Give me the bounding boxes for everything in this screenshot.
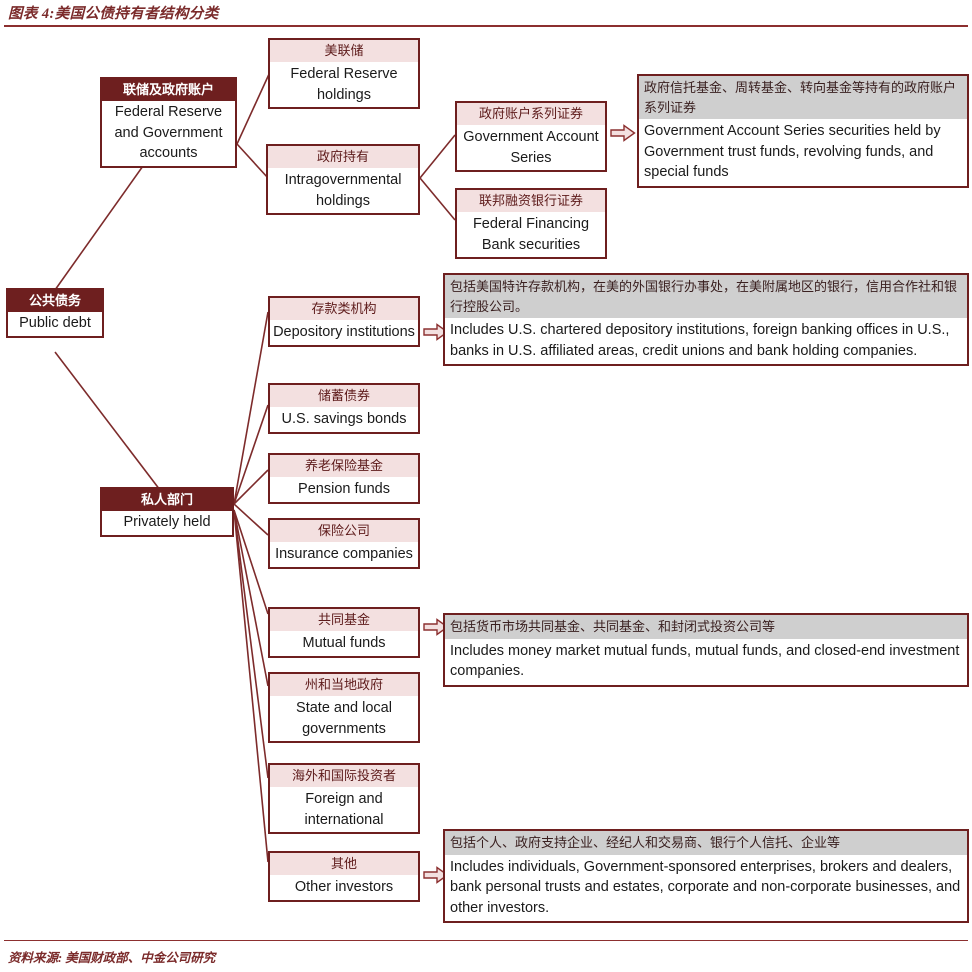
node-privately-held[interactable]: 私人部门 Privately held: [100, 487, 234, 537]
node-ffb-en: Federal Financing Bank securities: [472, 216, 590, 253]
node-public-debt-cn: 公共债务: [8, 290, 102, 313]
node-depository-institutions[interactable]: 存款类机构 Depository institutions: [268, 296, 420, 347]
node-mutual-funds[interactable]: 共同基金 Mutual funds: [268, 607, 420, 658]
edge-private-to-foreign: [233, 509, 269, 779]
title-divider-top: [4, 25, 968, 27]
node-foreign-cn: 海外和国际投资者: [270, 765, 418, 788]
node-fedgov-en: Federal Reserve and Government accounts: [114, 104, 223, 162]
node-other-cn: 其他: [270, 853, 418, 876]
node-fed-holdings-cn: 美联储: [270, 40, 418, 63]
node-pension-cn: 养老保险基金: [270, 455, 418, 478]
node-public-debt-en: Public debt: [19, 315, 91, 332]
node-mutual-cn: 共同基金: [270, 609, 418, 632]
edge-fedgov-to-fedholdings: [236, 71, 271, 145]
edge-root-to-private: [54, 351, 161, 491]
description-gas-en: Government Account Series securities hel…: [644, 123, 941, 181]
description-gas-cn: 政府信托基金、周转基金、转向基金等持有的政府账户系列证券: [639, 76, 967, 119]
node-fedgov-cn: 联储及政府账户: [102, 79, 235, 102]
node-federal-reserve-holdings[interactable]: 美联储 Federal Reserve holdings: [268, 38, 420, 110]
node-savings-bonds-en: U.S. savings bonds: [281, 411, 407, 428]
description-mutual-funds: 包括货币市场共同基金、共同基金、和封闭式投资公司等 Includes money…: [443, 613, 969, 687]
node-gas-cn: 政府账户系列证券: [457, 103, 605, 126]
edge-private-to-mutual: [233, 509, 269, 615]
arrow-to-gas-description: [610, 124, 636, 142]
node-insurance-companies[interactable]: 保险公司 Insurance companies: [268, 518, 420, 569]
edge-intragov-to-gas: [419, 134, 456, 179]
description-government-account-series: 政府信托基金、周转基金、转向基金等持有的政府账户系列证券 Government …: [637, 74, 969, 188]
edge-private-to-statelocal: [233, 509, 269, 687]
arrow-to-mutual-funds-description: [423, 618, 449, 636]
node-depository-cn: 存款类机构: [270, 298, 418, 321]
description-mutual-en: Includes money market mutual funds, mutu…: [450, 642, 960, 680]
node-mutual-en: Mutual funds: [302, 635, 386, 652]
arrow-to-depository-description: [423, 323, 449, 341]
node-insurance-cn: 保险公司: [270, 520, 418, 543]
node-depository-en: Depository institutions: [273, 324, 415, 341]
description-depository-cn: 包括美国特许存款机构，在美的外国银行办事处，在美附属地区的银行，信用合作社和银行…: [445, 275, 967, 318]
node-other-investors[interactable]: 其他 Other investors: [268, 851, 420, 902]
description-mutual-cn: 包括货币市场共同基金、共同基金、和封闭式投资公司等: [445, 615, 967, 639]
node-intragov-cn: 政府持有: [268, 146, 418, 169]
node-intragovernmental-holdings[interactable]: 政府持有 Intragovernmental holdings: [266, 144, 420, 216]
node-insurance-en: Insurance companies: [275, 546, 413, 563]
node-pension-en: Pension funds: [298, 481, 390, 498]
figure-source: 资料来源: 美国财政部、中金公司研究: [8, 951, 216, 965]
node-us-savings-bonds[interactable]: 储蓄债券 U.S. savings bonds: [268, 383, 420, 434]
node-ffb-cn: 联邦融资银行证券: [457, 190, 605, 213]
edge-private-to-depository: [233, 311, 269, 505]
edge-intragov-to-ffb: [419, 177, 456, 221]
description-other-en: Includes individuals, Government-sponsor…: [450, 858, 961, 916]
node-fed-holdings-en: Federal Reserve holdings: [290, 66, 398, 103]
edge-private-to-insurance: [233, 503, 269, 536]
edge-private-to-pension: [233, 469, 269, 505]
node-private-cn: 私人部门: [102, 489, 232, 512]
node-state-and-local-governments[interactable]: 州和当地政府 State and local governments: [268, 672, 420, 744]
node-public-debt[interactable]: 公共债务 Public debt: [6, 288, 104, 338]
figure-title: 图表 4:美国公债持有者结构分类: [8, 6, 219, 22]
node-private-en: Privately held: [123, 514, 211, 531]
node-intragov-en: Intragovernmental holdings: [284, 172, 402, 209]
node-foreign-and-international[interactable]: 海外和国际投资者 Foreign and international: [268, 763, 420, 835]
edge-fedgov-to-intragov: [236, 143, 269, 179]
edge-private-to-other: [233, 509, 269, 863]
node-other-en: Other investors: [294, 879, 394, 896]
edge-private-to-savings: [233, 404, 269, 505]
node-pension-funds[interactable]: 养老保险基金 Pension funds: [268, 453, 420, 504]
node-federal-reserve-and-government-accounts[interactable]: 联储及政府账户 Federal Reserve and Government a…: [100, 77, 237, 168]
node-foreign-en: Foreign and international: [304, 791, 384, 828]
description-depository-en: Includes U.S. chartered depository insti…: [450, 322, 950, 359]
description-other-cn: 包括个人、政府支持企业、经纪人和交易商、银行个人信托、企业等: [445, 831, 967, 855]
node-savings-bonds-cn: 储蓄债券: [270, 385, 418, 408]
description-other-investors: 包括个人、政府支持企业、经纪人和交易商、银行个人信托、企业等 Includes …: [443, 829, 969, 924]
arrow-to-other-investors-description: [423, 866, 449, 884]
node-government-account-series[interactable]: 政府账户系列证券 Government Account Series: [455, 101, 607, 173]
node-state-local-cn: 州和当地政府: [270, 674, 418, 697]
node-state-local-en: State and local governments: [296, 700, 392, 737]
node-federal-financing-bank-securities[interactable]: 联邦融资银行证券 Federal Financing Bank securiti…: [455, 188, 607, 260]
node-gas-en: Government Account Series: [463, 129, 599, 166]
source-divider-bottom: [4, 940, 968, 941]
description-depository-institutions: 包括美国特许存款机构，在美的外国银行办事处，在美附属地区的银行，信用合作社和银行…: [443, 273, 969, 367]
